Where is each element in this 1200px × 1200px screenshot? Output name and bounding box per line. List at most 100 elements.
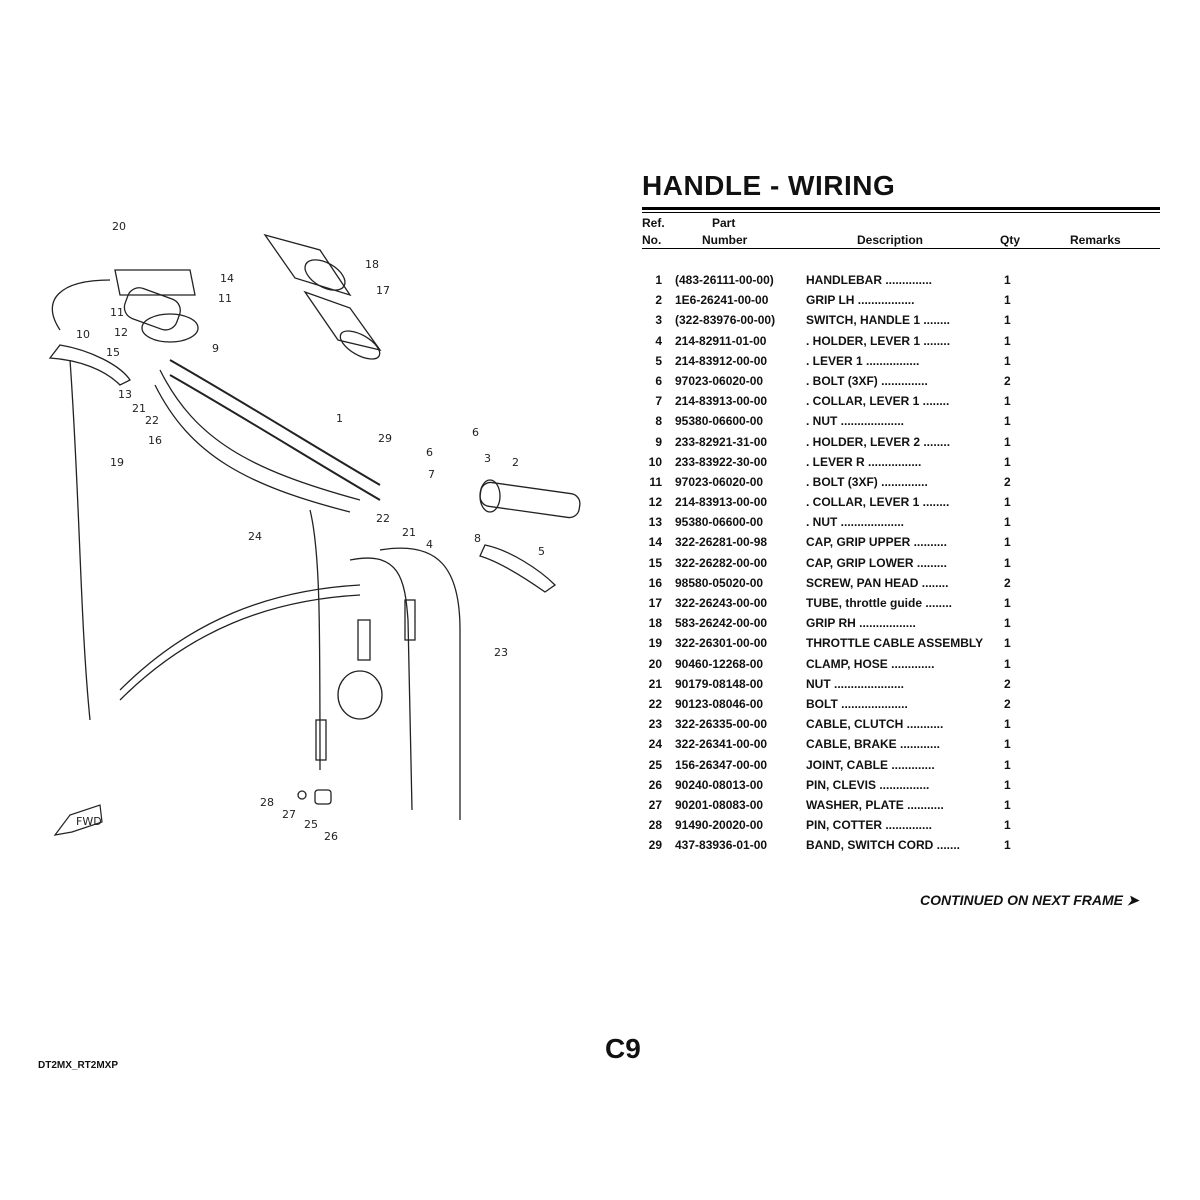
part-number: 95380-06600-00	[675, 414, 764, 429]
table-row: 7 214-83913-00-00 . COLLAR, LEVER 1 ......…	[642, 391, 1162, 411]
quantity: 1	[1004, 777, 1011, 792]
ref-no: 8	[655, 414, 662, 429]
callout-8: 8	[474, 532, 481, 545]
part-number: 322-26282-00-00	[675, 555, 768, 570]
ref-no: 25	[648, 757, 662, 772]
part-number: 98580-05020-00	[675, 575, 764, 590]
description: GRIP LH .................	[806, 293, 915, 308]
callout-15: 15	[106, 346, 120, 359]
part-number: 233-82921-31-00	[675, 434, 768, 449]
part-number: 214-83913-00-00	[675, 394, 768, 409]
callout-22: 22	[376, 512, 390, 525]
callout-11: 11	[110, 306, 124, 319]
fwd-arrow-icon: FWD	[53, 804, 103, 836]
quantity: 2	[1004, 676, 1011, 691]
part-number: 156-26347-00-00	[675, 757, 768, 772]
description: BAND, SWITCH CORD .......	[806, 838, 960, 853]
page-title: HANDLE - WIRING	[642, 170, 896, 201]
part-number: 90240-08013-00	[675, 777, 764, 792]
part-number: 90460-12268-00	[675, 656, 764, 671]
callout-13: 13	[118, 388, 132, 401]
part-number: 91490-20020-00	[675, 818, 764, 833]
description: BOLT ....................	[806, 696, 908, 711]
part-number: 322-26281-00-98	[675, 535, 768, 550]
description: THROTTLE CABLE ASSEMBLY	[806, 636, 984, 651]
parts-list: 1(483-26111-00-00)HANDLEBAR ............…	[642, 270, 1162, 855]
ref-no: 7	[655, 394, 662, 409]
description: . LEVER 1 ................	[806, 353, 920, 368]
callout-23: 23	[494, 646, 508, 659]
continued-note: CONTINUED ON NEXT FRAME ➤	[920, 892, 1139, 908]
callout-14: 14	[220, 272, 234, 285]
quantity: 1	[1004, 656, 1011, 671]
ref-no: 27	[648, 797, 662, 812]
description: SCREW, PAN HEAD ........	[806, 575, 949, 590]
callout-10: 10	[76, 328, 90, 341]
part-number: 90123-08046-00	[675, 696, 764, 711]
callout-29: 29	[378, 432, 392, 445]
callout-16: 16	[148, 434, 162, 447]
part-number: 322-26301-00-00	[675, 636, 768, 651]
part-number: 214-82911-01-00	[675, 333, 767, 348]
quantity: 1	[1004, 555, 1011, 570]
table-row: 1(483-26111-00-00)HANDLEBAR ............…	[642, 270, 1162, 290]
ref-no: 26	[648, 777, 662, 792]
quantity: 1	[1004, 737, 1011, 752]
part-number: 322-26341-00-00	[675, 737, 768, 752]
callout-21: 21	[402, 526, 416, 539]
ref-no: 23	[648, 717, 662, 732]
description: . HOLDER, LEVER 1 ........	[806, 333, 951, 348]
header-qty: Qty	[1000, 233, 1021, 247]
quantity: 1	[1004, 797, 1011, 812]
table-row: 3(322-83976-00-00)SWITCH, HANDLE 1 .....…	[642, 310, 1162, 330]
quantity: 1	[1004, 414, 1011, 429]
description: CAP, GRIP UPPER ..........	[806, 535, 947, 550]
callout-1: 1	[336, 412, 343, 425]
description: CLAMP, HOSE .............	[806, 656, 935, 671]
ref-no: 3	[655, 313, 662, 328]
description: CAP, GRIP LOWER .........	[806, 555, 947, 570]
ref-no: 20	[648, 656, 662, 671]
header-part-line2: Number	[702, 233, 748, 247]
description: . BOLT (3XF) ..............	[806, 373, 928, 388]
ref-no: 12	[648, 495, 662, 510]
quantity: 1	[1004, 535, 1011, 550]
description: . COLLAR, LEVER 1 ........	[806, 495, 950, 510]
ref-no: 18	[648, 616, 662, 631]
part-number: 437-83936-01-00	[675, 838, 768, 853]
quantity: 2	[1004, 373, 1011, 388]
part-number: 214-83913-00-00	[675, 495, 768, 510]
description: . COLLAR, LEVER 1 ........	[806, 394, 950, 409]
quantity: 1	[1004, 757, 1011, 772]
callout-2: 2	[512, 456, 519, 469]
callout-18: 18	[365, 258, 379, 271]
quantity: 1	[1004, 353, 1011, 368]
quantity: 1	[1004, 394, 1011, 409]
table-row: 20 90460-12268-00 CLAMP, HOSE ............…	[642, 654, 1162, 674]
header-part-line1: Part	[712, 216, 736, 230]
callout-20: 20	[112, 220, 126, 233]
part-number: (483-26111-00-00)	[675, 273, 774, 287]
callout-3: 3	[484, 452, 491, 465]
callout-27: 27	[282, 808, 296, 821]
callout-28: 28	[260, 796, 274, 809]
callout-9: 9	[212, 342, 219, 355]
quantity: 2	[1004, 575, 1011, 590]
part-number: 1E6-26241-00-00	[675, 293, 769, 308]
callout-11: 11	[218, 292, 232, 305]
callout-6: 6	[426, 446, 433, 459]
callout-25: 25	[304, 818, 318, 831]
description: . LEVER R ................	[806, 454, 922, 469]
callout-24: 24	[248, 530, 262, 543]
